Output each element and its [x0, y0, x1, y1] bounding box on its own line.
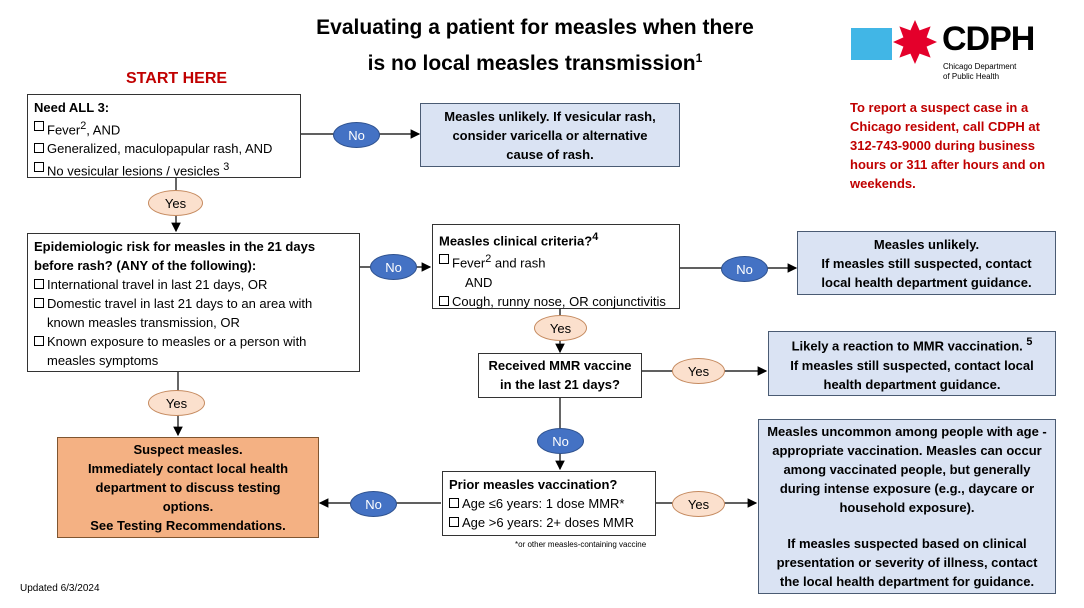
unlikely-vesicular-line-1: Measles unlikely. If vesicular rash,: [444, 108, 656, 124]
no-pill-prior: No: [350, 491, 397, 517]
need-all-heading: Need ALL 3:: [34, 100, 110, 115]
need-item-fever-after: , AND: [86, 122, 121, 138]
suspect-line-4: options.: [162, 499, 214, 514]
node-clinical-criteria: Measles clinical criteria?4 Fever2 and r…: [432, 224, 680, 309]
clinical-item-cough: Cough, runny nose, OR conjunctivitis: [439, 292, 673, 311]
reaction-line-1: Likely a reaction to MMR vaccination. 5: [777, 333, 1047, 355]
start-here-label: START HERE: [126, 70, 228, 87]
yes-pill-mmr: Yes: [672, 358, 725, 384]
logo-subtitle-line-1: Chicago Department: [943, 62, 1017, 71]
reaction-line-1-sup: 5: [1026, 336, 1033, 349]
clinical-item-fever-text: Fever: [452, 255, 486, 271]
need-item-rash: Generalized, maculopapular rash, AND: [34, 139, 294, 158]
prior-item-age-le-6: Age ≤6 years: 1 dose MMR*: [449, 494, 649, 513]
node-need-all-3: Need ALL 3: Fever2, AND Generalized, mac…: [27, 94, 301, 180]
clinical-item-fever: Fever2 and rash: [439, 250, 673, 272]
unlikely-vesicular-line-3: cause of rash.: [506, 146, 594, 162]
clinical-and: AND: [465, 274, 493, 290]
unlikely-2-line-1: Measles unlikely.: [873, 236, 980, 252]
unlikely-2-line-2: If measles still suspected, contact: [821, 255, 1032, 271]
suspect-line-2: Immediately contact local health: [87, 461, 289, 476]
uncommon-p1-line-5: household exposure).: [839, 500, 975, 515]
title-line-1: Evaluating a patient for measles when th…: [316, 16, 754, 39]
node-suspect-measles: Suspect measles. Immediately contact loc…: [57, 437, 319, 538]
need-item-vesicles: No vesicular lesions / vesicles 3: [34, 158, 294, 180]
red-star-icon: [893, 20, 937, 64]
clinical-heading-sup: 4: [592, 231, 599, 243]
node-epidemiologic-risk: Epidemiologic risk for measles in the 21…: [27, 233, 360, 372]
yes-pill-epi: Yes: [148, 390, 205, 416]
logo-flag-block: [851, 28, 892, 60]
node-measles-unlikely-vesicular: Measles unlikely. If vesicular rash, con…: [420, 103, 680, 167]
uncommon-p1-line-2: appropriate vaccination. Measles can occ…: [772, 443, 1042, 458]
clinical-heading: Measles clinical criteria?4: [439, 228, 673, 250]
page-title: Evaluating a patient for measles when th…: [250, 12, 820, 79]
epi-item-international: International travel in last 21 days, OR: [34, 275, 353, 294]
need-item-vesicles-text: No vesicular lesions / vesicles: [47, 163, 224, 179]
node-prior-vaccination: Prior measles vaccination? Age ≤6 years:…: [442, 471, 656, 536]
need-item-rash-text: Generalized, maculopapular rash, AND: [47, 141, 273, 157]
yes-pill-prior: Yes: [672, 491, 725, 517]
uncommon-p2-line-1: If measles suspected based on clinical: [787, 536, 1027, 551]
yes-pill-need-all: Yes: [148, 190, 203, 216]
report-note: To report a suspect case in a Chicago re…: [850, 100, 1046, 191]
logo-subtitle: Chicago Department of Public Health: [943, 62, 1016, 82]
no-pill-need-all: No: [333, 122, 380, 148]
no-pill-clinical: No: [721, 256, 768, 282]
epi-item-exposure: Known exposure to measles or a person wi…: [34, 332, 353, 351]
logo-subtitle-line-2: of Public Health: [943, 72, 1000, 81]
reaction-line-2: If measles still suspected, contact loca…: [790, 357, 1034, 373]
title-footnote-ref: 1: [695, 51, 703, 65]
no-pill-mmr: No: [537, 428, 584, 454]
unlikely-2-line-3: local health department guidance.: [821, 274, 1032, 290]
need-item-fever-sup: 2: [80, 120, 87, 132]
clinical-item-fever-sup: 2: [485, 253, 492, 266]
reaction-line-1-text: Likely a reaction to MMR vaccination.: [791, 338, 1027, 354]
logo-wordmark: CDPH: [942, 20, 1035, 58]
reaction-line-3: health department guidance.: [823, 376, 1001, 392]
uncommon-p1-line-3: among vaccinated people, but generally: [783, 462, 1031, 477]
epi-heading: Epidemiologic risk for measles in the 21…: [34, 239, 316, 273]
uncommon-p1-line-4: during intense exposure (e.g., daycare o…: [779, 481, 1035, 496]
epi-item-domestic: Domestic travel in last 21 days to an ar…: [34, 294, 353, 313]
footnote-mmr: *or other measles-containing vaccine: [515, 540, 647, 549]
need-item-fever: Fever2, AND: [34, 117, 294, 139]
node-measles-uncommon: Measles uncommon among people with age -…: [758, 419, 1056, 594]
prior-item-age-gt-6: Age >6 years: 2+ doses MMR: [449, 513, 649, 532]
title-line-2: is no local measles transmission1: [250, 43, 820, 79]
suspect-line-5: See Testing Recommendations.: [90, 518, 286, 533]
yes-pill-clinical: Yes: [534, 315, 587, 341]
uncommon-p2-line-2: presentation or severity of illness, con…: [776, 555, 1038, 570]
updated-date: Updated 6/3/2024: [20, 583, 100, 594]
unlikely-vesicular-line-2: consider varicella or alternative: [452, 127, 648, 143]
need-item-fever-text: Fever: [47, 122, 81, 138]
node-mmr-vaccine: Received MMR vaccine in the last 21 days…: [478, 353, 642, 398]
suspect-line-1: Suspect measles.: [133, 442, 243, 457]
suspect-line-3: department to discuss testing: [95, 480, 281, 495]
no-pill-epi: No: [370, 254, 417, 280]
clinical-item-fever-after: and rash: [491, 255, 546, 271]
prior-heading: Prior measles vaccination?: [449, 477, 618, 492]
uncommon-spacer: [765, 517, 1049, 534]
uncommon-p2-line-3: the local health department for guidance…: [779, 574, 1035, 589]
epi-item-exposure-cont: measles symptoms: [47, 353, 159, 368]
title-line-2-text: is no local measles transmission: [367, 52, 696, 75]
epi-item-domestic-cont: known measles transmission, OR: [47, 315, 240, 330]
need-item-vesicles-sup: 3: [223, 161, 230, 174]
uncommon-p1-line-1: Measles uncommon among people with age -: [767, 424, 1047, 439]
node-measles-unlikely-2: Measles unlikely. If measles still suspe…: [797, 231, 1056, 295]
node-mmr-reaction: Likely a reaction to MMR vaccination. 5 …: [768, 331, 1056, 396]
clinical-heading-text: Measles clinical criteria?: [439, 233, 593, 249]
mmr-line-1: Received MMR vaccine: [488, 358, 632, 373]
mmr-line-2: in the last 21 days?: [500, 377, 620, 392]
